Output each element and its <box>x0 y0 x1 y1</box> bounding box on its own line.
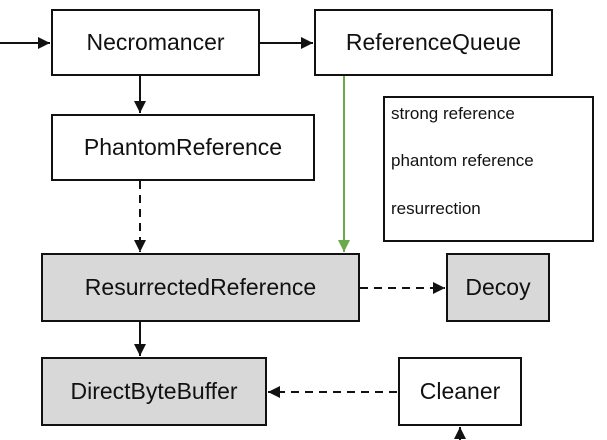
decoy-node: Decoy <box>446 253 550 322</box>
necromancer-to-phantom-arrow-arrowhead <box>134 101 146 113</box>
necromancer-to-queue-arrow-arrowhead <box>301 37 313 49</box>
direct-byte-buffer-label: DirectByteBuffer <box>70 378 238 404</box>
legend: strong reference phantom reference resur… <box>383 96 594 242</box>
incoming-arrow-arrowhead <box>38 37 50 49</box>
reference-queue-label: ReferenceQueue <box>345 29 522 55</box>
direct-byte-buffer-node: DirectByteBuffer <box>41 357 267 426</box>
phantom-reference-node: PhantomReference <box>51 114 315 181</box>
legend-phantom-label: phantom reference <box>391 151 534 170</box>
resurrected-to-buffer-arrow-arrowhead <box>134 344 146 356</box>
queue-to-resurrected-arrow-arrowhead <box>338 240 350 252</box>
decoy-label: Decoy <box>465 274 531 300</box>
necromancer-label: Necromancer <box>86 29 225 55</box>
cleaner-label: Cleaner <box>419 378 501 404</box>
incoming-cleaner-arrow-arrowhead <box>454 427 466 439</box>
cleaner-node: Cleaner <box>398 357 522 426</box>
cleaner-to-buffer-arrow-arrowhead <box>268 386 280 398</box>
resurrected-reference-node: ResurrectedReference <box>41 253 360 322</box>
resurrected-reference-label: ResurrectedReference <box>84 274 317 300</box>
reference-queue-node: ReferenceQueue <box>314 9 553 76</box>
legend-strong-label: strong reference <box>391 104 515 123</box>
necromancer-node: Necromancer <box>51 9 260 76</box>
resurrected-to-decoy-arrow-arrowhead <box>433 282 445 294</box>
phantom-reference-label: PhantomReference <box>83 134 283 160</box>
legend-resurrection-label: resurrection <box>391 199 481 218</box>
phantom-to-resurrected-arrow-arrowhead <box>134 240 146 252</box>
